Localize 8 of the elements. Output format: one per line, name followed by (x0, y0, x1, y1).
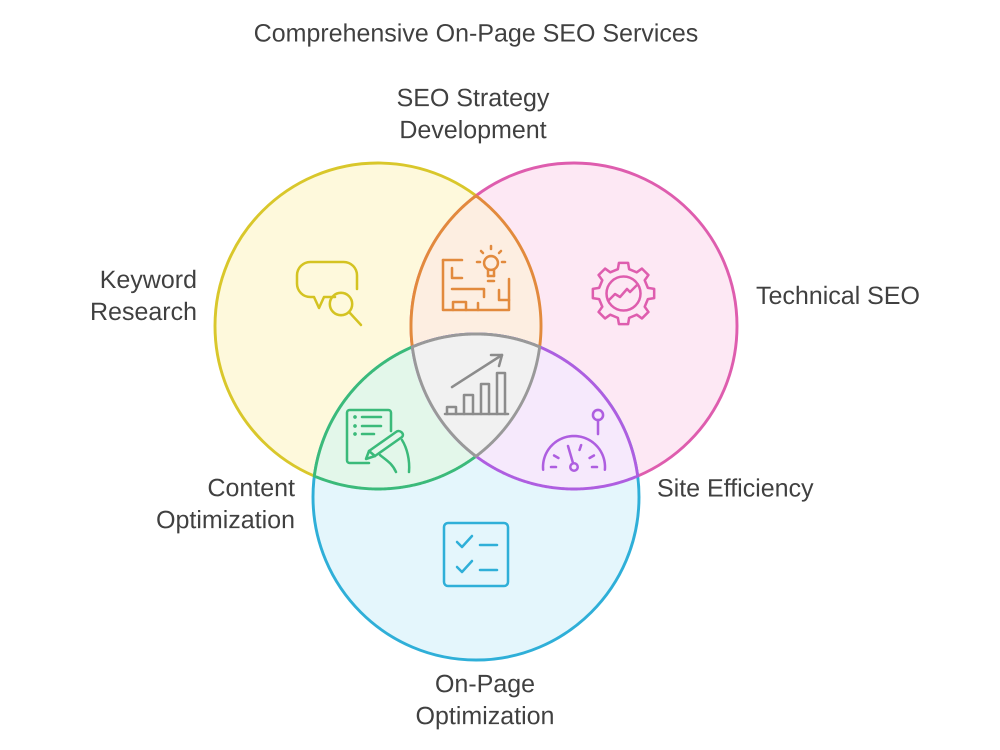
set-label: Site Efficiency (658, 478, 814, 502)
set-label: On-Page Optimization (416, 674, 553, 730)
set-label: SEO Strategy Development (398, 88, 550, 144)
set-label: Technical SEO (756, 286, 919, 304)
title: Comprehensive On-Page SEO Services (254, 23, 698, 47)
set-label: Content Optimization (157, 478, 295, 534)
set-label: Keyword Research (92, 270, 196, 320)
overlap-region (410, 332, 542, 458)
